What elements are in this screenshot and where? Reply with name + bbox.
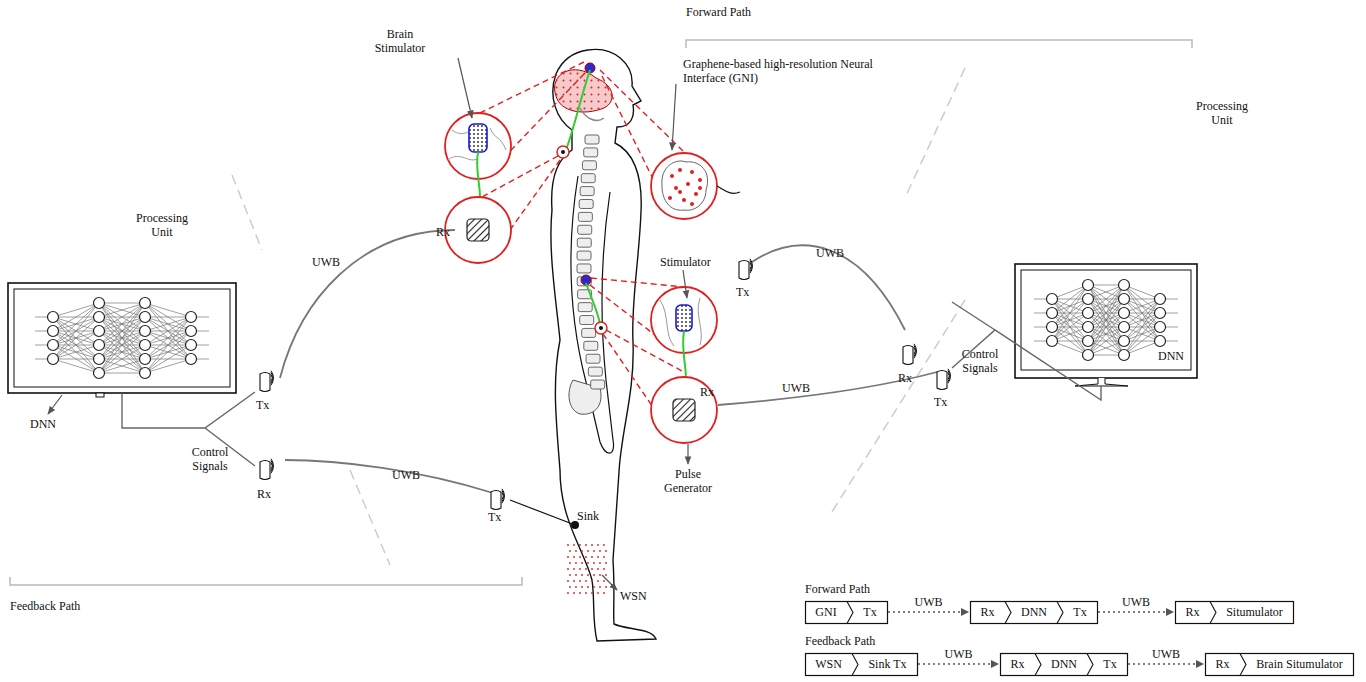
label: Forward Path (805, 583, 870, 597)
label: DNN (1158, 350, 1184, 364)
bracket (686, 40, 1192, 48)
label: UWB (392, 469, 420, 483)
process-step: Situmulator (1210, 601, 1293, 623)
chevron (1210, 602, 1216, 624)
label: UWB (816, 247, 844, 261)
process-step: DNN (1005, 601, 1057, 623)
step-text: Sink Tx (868, 657, 906, 672)
process-step: WSN (805, 653, 852, 675)
label: UWB (312, 256, 340, 270)
chevron (1057, 602, 1063, 624)
edge-label: UWB (1120, 596, 1152, 609)
monitor (8, 264, 1197, 397)
connector (888, 608, 969, 616)
wireless-link (280, 230, 937, 493)
label: Graphene-based high-resolution Neural In… (683, 58, 893, 86)
label: Processing Unit (131, 212, 193, 240)
connector (1128, 660, 1204, 668)
chevron (1005, 602, 1011, 624)
label: Tx (736, 286, 749, 300)
step-text: Tx (1103, 657, 1116, 672)
label: Control Signals (954, 348, 1006, 376)
bracket (10, 577, 522, 585)
process-step: Sink Tx (852, 653, 917, 675)
chevron (1240, 654, 1246, 676)
process-step: Rx (1175, 601, 1210, 623)
process-step: Brain Situmulator (1240, 653, 1353, 675)
chevron (847, 602, 853, 624)
step-group (1176, 602, 1294, 624)
edge-label: UWB (943, 648, 975, 661)
label: Rx (257, 488, 271, 502)
label: WSN (620, 590, 647, 604)
connector (918, 660, 999, 668)
callout-line (480, 62, 684, 432)
step-text: DNN (1051, 657, 1077, 672)
chevron (852, 654, 858, 676)
label: Rx (898, 372, 912, 386)
antenna-symbol (260, 259, 950, 510)
label: Control Signals (184, 446, 236, 474)
step-text: Tx (1073, 605, 1086, 620)
wire (122, 302, 1101, 466)
process-step: Tx (1087, 653, 1127, 675)
step-text: GNI (815, 605, 836, 620)
label: Feedback Path (805, 635, 875, 649)
label: Tx (488, 511, 501, 525)
chevron (1035, 654, 1041, 676)
chevron (1087, 654, 1093, 676)
human-figure (551, 49, 656, 641)
label: Rx (700, 386, 714, 400)
magnified-view (445, 113, 740, 443)
process-step: Rx (1205, 653, 1240, 675)
step-group (806, 602, 888, 624)
label: Forward Path (686, 6, 751, 20)
label: DNN (30, 418, 56, 432)
step-group (971, 602, 1098, 624)
label: Processing Unit (1191, 100, 1253, 128)
label: Feedback Path (10, 600, 80, 614)
step-text: Tx (863, 605, 876, 620)
label: Stimulator (660, 256, 711, 270)
label: Tx (934, 396, 947, 410)
step-text: Rx (1185, 605, 1199, 620)
step-text: Rx (980, 605, 994, 620)
step-text: Brain Situmulator (1256, 657, 1342, 672)
step-text: Rx (1010, 657, 1024, 672)
step-text: Rx (1215, 657, 1229, 672)
label: Tx (256, 399, 269, 413)
label: Rx (436, 226, 450, 240)
process-step: Tx (847, 601, 887, 623)
step-text: WSN (815, 657, 842, 672)
label: Pulse Generator (657, 468, 719, 496)
edge-label: UWB (1150, 648, 1182, 661)
process-step: GNI (805, 601, 847, 623)
step-group (1001, 654, 1128, 676)
edge-label: UWB (913, 596, 945, 609)
step-text: Situmulator (1226, 605, 1283, 620)
step-group (1206, 654, 1354, 676)
label: Brain Stimulator (369, 28, 431, 56)
label: UWB (782, 382, 810, 396)
label: Sink (577, 510, 599, 524)
process-step: Tx (1057, 601, 1097, 623)
process-step: DNN (1035, 653, 1087, 675)
process-step: Rx (1000, 653, 1035, 675)
connector (1098, 608, 1174, 616)
step-text: DNN (1021, 605, 1047, 620)
process-step: Rx (970, 601, 1005, 623)
step-group (806, 654, 918, 676)
